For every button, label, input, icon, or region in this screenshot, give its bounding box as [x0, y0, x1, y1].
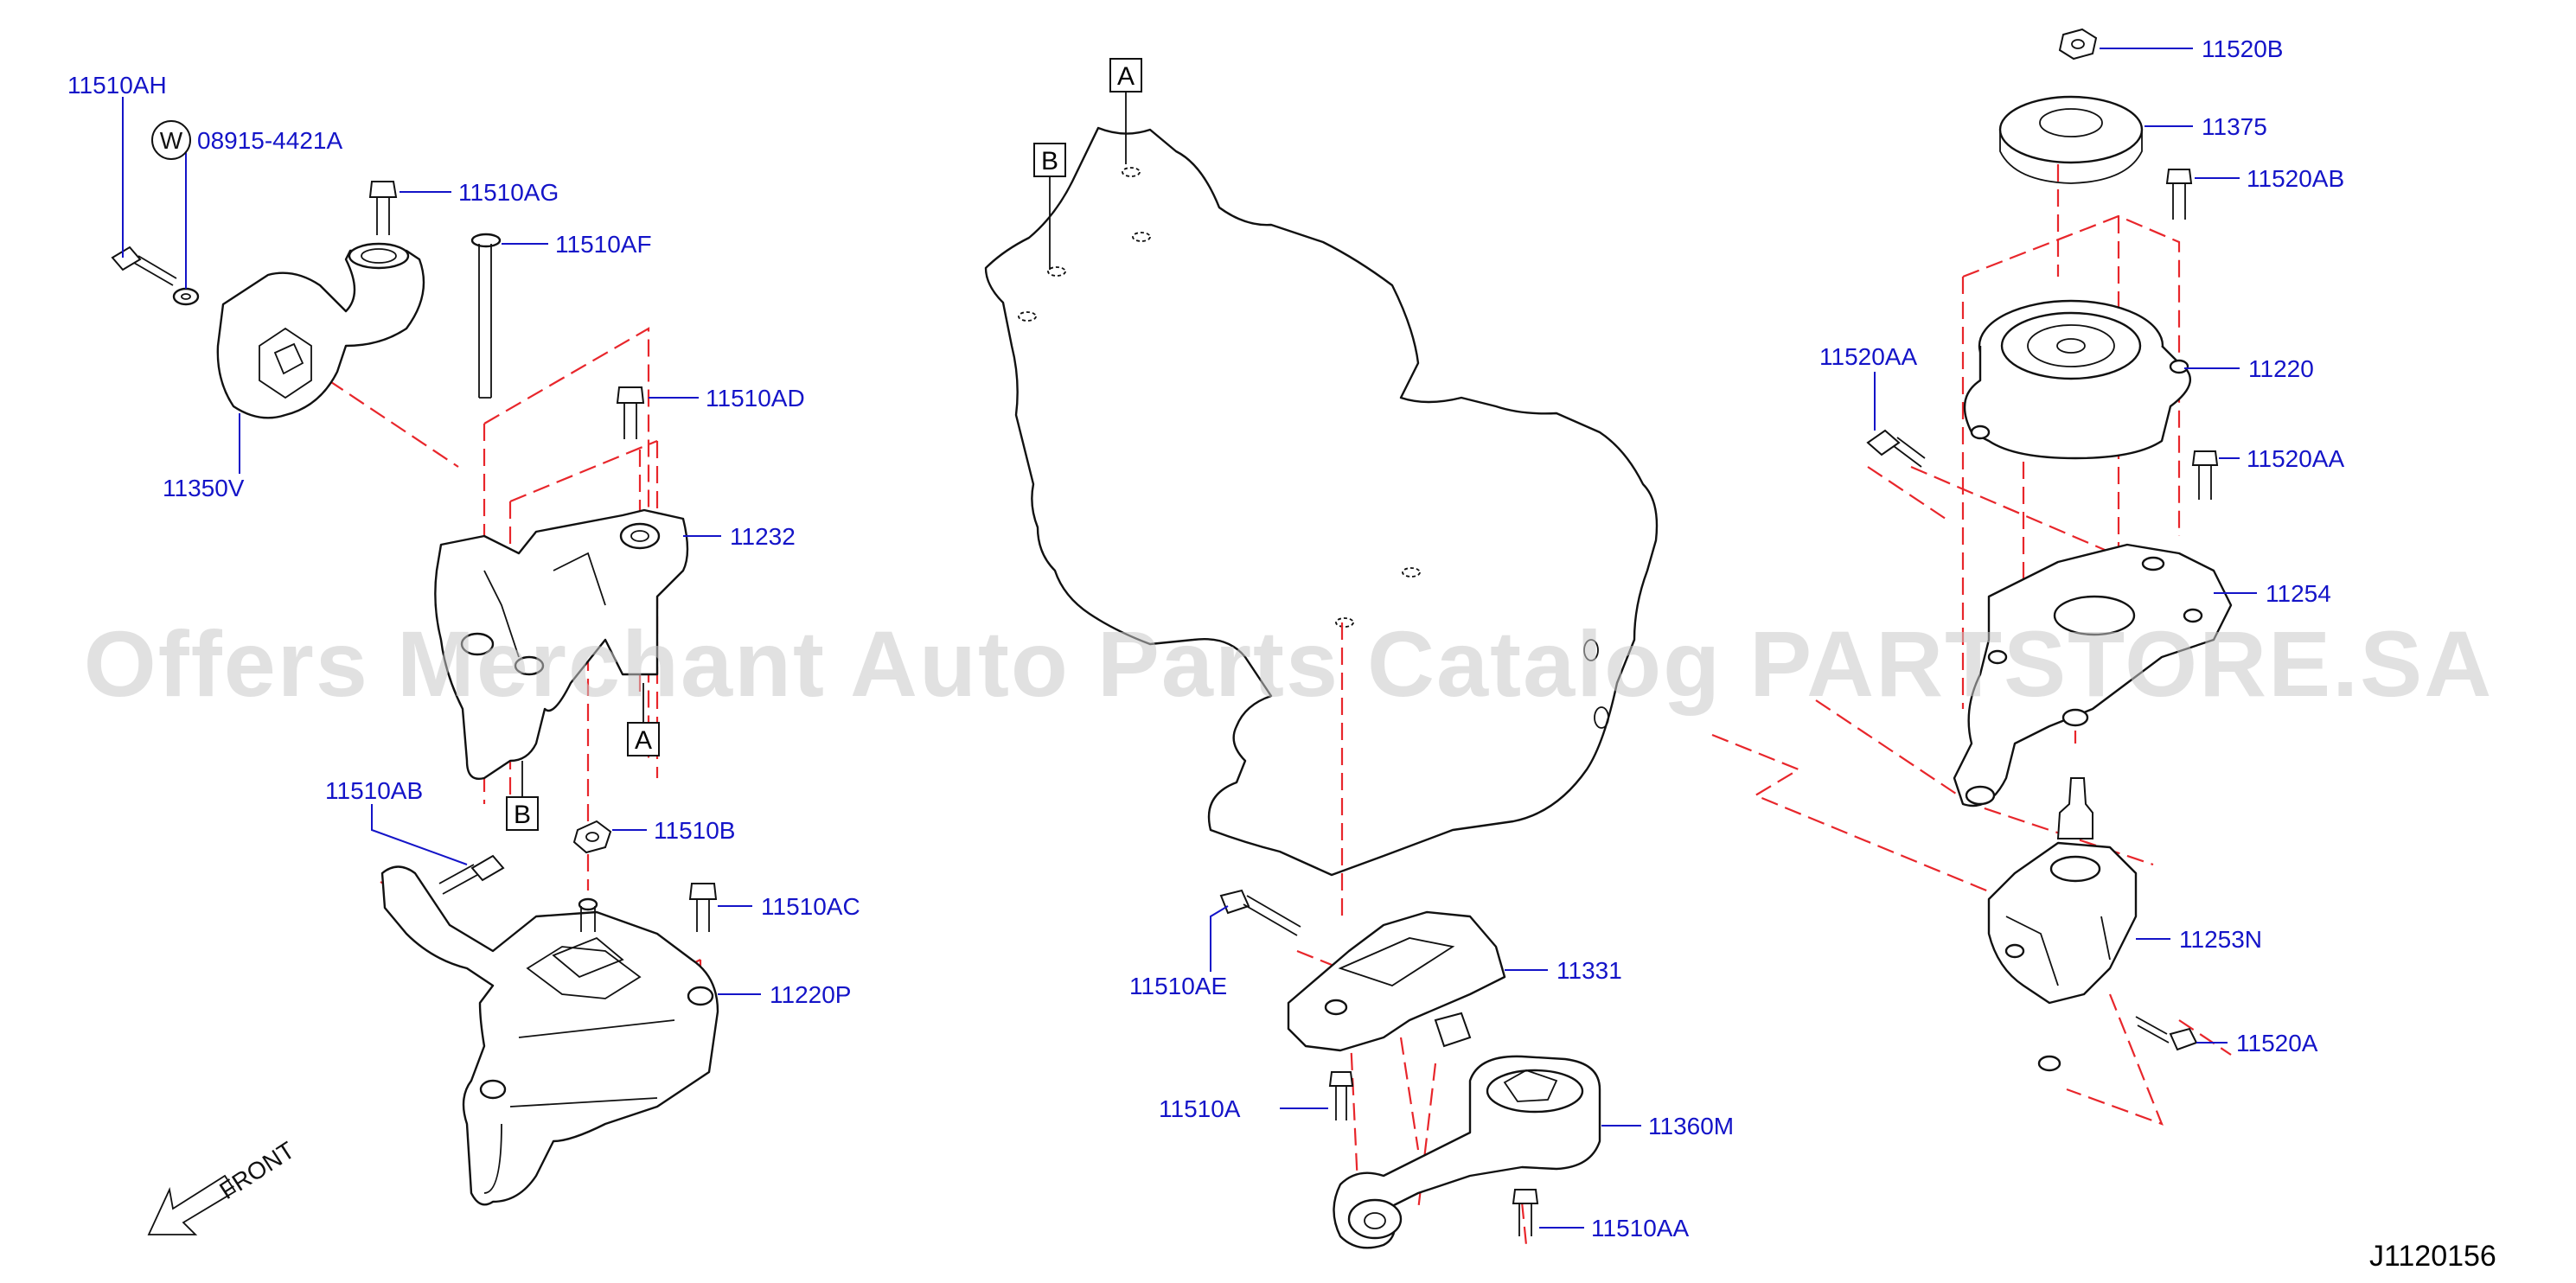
label-11350V: 11350V — [163, 475, 245, 501]
label-11520A: 11520A — [2236, 1030, 2318, 1056]
label-11510AH: 11510AH — [67, 72, 167, 99]
part-11510AA-bolt — [1512, 1189, 1539, 1236]
part-11510AD-bolt — [616, 386, 645, 439]
label-11360M: 11360M — [1648, 1113, 1734, 1139]
part-11510B-nut — [572, 820, 612, 854]
part-11510AH-bolt — [111, 246, 177, 286]
part-11360M-torque-rod — [1333, 1055, 1601, 1249]
label-11520B: 11520B — [2202, 35, 2283, 62]
part-11220P-mount — [380, 865, 719, 1206]
part-11510AF-long-bolt — [470, 233, 502, 399]
label-11375: 11375 — [2202, 113, 2267, 140]
watermark-text: Offers Merchant Auto Parts Catalog PARTS… — [84, 611, 2493, 716]
part-11520B-nut — [2058, 28, 2098, 61]
svg-text:W: W — [160, 127, 183, 154]
reference-marker-b-left: B — [506, 761, 539, 831]
label-11520AA-upper: 11520AA — [1819, 343, 1917, 370]
leader-lines — [122, 48, 2257, 1229]
label-11510AD: 11510AD — [706, 385, 805, 412]
reference-marker-b-top: B — [1033, 143, 1066, 270]
label-11510AG: 11510AG — [458, 179, 559, 206]
part-11220-mount — [1963, 299, 2192, 460]
front-direction-arrow — [147, 1174, 237, 1235]
part-11510AC-bolt — [688, 883, 718, 932]
part-11253N-bracket — [1987, 777, 2138, 1072]
part-11520AA-bolt-lower — [2191, 450, 2219, 500]
part-11520A-bolt — [2135, 1016, 2198, 1051]
label-11510AA: 11510AA — [1591, 1215, 1689, 1242]
label-11220: 11220 — [2248, 355, 2314, 382]
part-11232-bracket — [434, 508, 689, 780]
label-11331: 11331 — [1556, 957, 1622, 984]
label-08915-4421A: 08915-4421A — [197, 127, 342, 154]
label-11220P: 11220P — [770, 981, 851, 1008]
diagram-id: J1120156 — [2369, 1240, 2496, 1273]
label-11510AB: 11510AB — [325, 777, 423, 804]
label-11510AC: 11510AC — [761, 893, 860, 920]
label-11510AE: 11510AE — [1129, 973, 1227, 999]
label-11253N: 11253N — [2179, 926, 2262, 953]
part-11375-washer — [1998, 95, 2144, 184]
svg-text:A: A — [635, 726, 652, 755]
svg-text:B: B — [1041, 147, 1058, 176]
part-11350V-insulator — [216, 242, 425, 419]
svg-text:A: A — [1117, 62, 1135, 91]
label-11510A: 11510A — [1159, 1095, 1241, 1122]
part-11510A-bolt — [1328, 1071, 1354, 1120]
engine-transmission-outline — [984, 126, 1659, 877]
label-11520AA-lower: 11520AA — [2247, 445, 2344, 472]
part-11254-bracket — [1953, 543, 2233, 807]
reference-marker-a-top: A — [1109, 58, 1142, 164]
part-11510AE-bolt — [1219, 889, 1301, 936]
label-11520AB: 11520AB — [2247, 165, 2344, 192]
part-11510AB-bolt — [438, 854, 505, 895]
part-11520AB-bolt — [2165, 169, 2193, 220]
washer-symbol: W — [151, 120, 191, 160]
reference-marker-a-left: A — [627, 683, 660, 756]
label-11254: 11254 — [2266, 580, 2331, 607]
label-11510AF: 11510AF — [555, 231, 652, 258]
svg-text:B: B — [514, 801, 531, 829]
part-11510AG-bolt — [368, 181, 398, 235]
part-labels: 11510AH W 08915-4421A 11510AG 11510AF 11… — [67, 35, 2344, 1242]
part-11520AA-bolt-upper — [1866, 429, 1926, 468]
label-11510B: 11510B — [654, 817, 735, 844]
part-11331-bracket — [1287, 910, 1506, 1052]
part-08915-washer — [172, 287, 200, 306]
front-label: FRONT — [214, 1137, 299, 1205]
label-11232: 11232 — [730, 523, 796, 550]
